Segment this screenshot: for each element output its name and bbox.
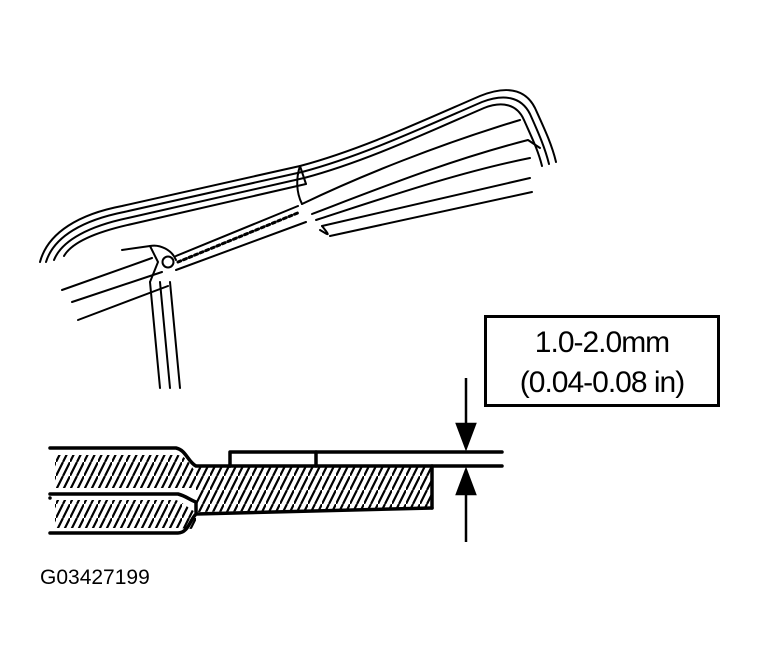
figure-id: G03427199 [40, 566, 150, 589]
crimped-cable-diagram [48, 378, 504, 542]
cable-upper-strand [55, 455, 196, 488]
spec-imperial-range: (0.04-0.08 in) [519, 366, 685, 399]
dimension-arrow-icon [455, 378, 477, 542]
spec-metric-range: 1.0-2.0mm [534, 326, 670, 359]
specification-callout: 1.0-2.0mm (0.04-0.08 in) [484, 315, 720, 407]
crimping-pliers-icon [39, 89, 557, 389]
cable-lower-strand [55, 500, 196, 529]
crimped-section [196, 466, 432, 512]
